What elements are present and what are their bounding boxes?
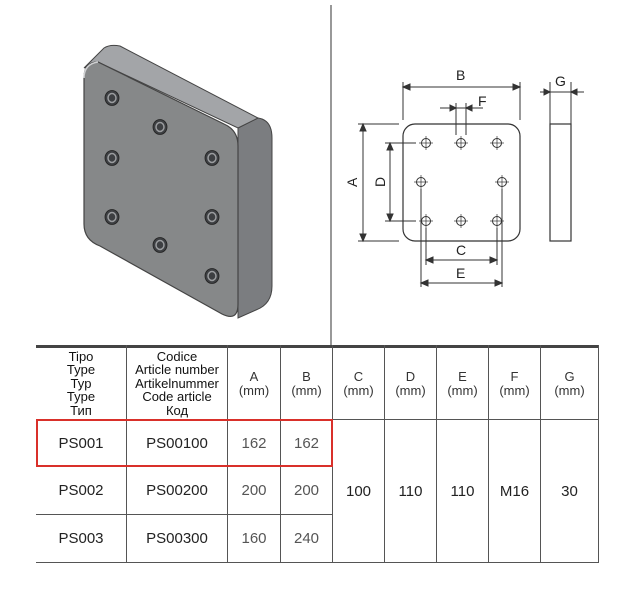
shared-d: 110	[398, 482, 423, 500]
specification-table: Tipo Type Typ Type Тип Codice Article nu…	[36, 345, 599, 563]
dim-label-g: G	[555, 73, 566, 89]
row3-codice: PS00300	[146, 530, 208, 547]
header-e-letter: E	[458, 368, 467, 384]
header-f: F (mm)	[489, 348, 540, 419]
header-b-unit: (mm)	[291, 382, 322, 398]
technical-drawing-front	[358, 82, 522, 287]
header-tipo-it: Tipo	[68, 348, 94, 364]
header-f-letter: F	[510, 368, 519, 384]
row1-b: 162	[293, 434, 320, 452]
header-codice-fr: Code article	[142, 389, 212, 405]
header-e: E (mm)	[437, 348, 488, 419]
header-d-unit: (mm)	[395, 382, 426, 398]
header-a: A (mm)	[228, 348, 280, 419]
header-f-unit: (mm)	[499, 382, 530, 398]
header-a-letter: A	[249, 368, 259, 384]
shared-c: 100	[345, 482, 372, 500]
header-tipo-en: Type	[66, 362, 96, 378]
header-codice-ru: Код	[165, 402, 189, 418]
header-codice-it: Codice	[156, 348, 198, 364]
header-g-letter: G	[564, 368, 575, 384]
row2-a: 200	[241, 482, 267, 499]
row2-codice: PS00200	[146, 482, 208, 499]
dim-label-f: F	[478, 93, 487, 109]
header-tipo: Tipo Type Typ Type Тип	[36, 348, 126, 419]
dim-label-d: D	[372, 177, 388, 187]
row2-tipo: PS002	[58, 482, 104, 499]
header-tipo-fr: Type	[66, 389, 96, 405]
header-codice-en: Article number	[135, 362, 219, 378]
header-c-unit: (mm)	[343, 382, 374, 398]
header-c-letter: C	[353, 368, 364, 384]
header-b: B (mm)	[281, 348, 332, 419]
row2-b: 200	[293, 482, 320, 499]
plate-3d-render	[83, 44, 273, 319]
technical-drawing-side	[540, 82, 584, 242]
row3-a: 160	[241, 530, 267, 547]
shared-f: M16	[499, 482, 530, 500]
shared-e: 110	[450, 482, 475, 500]
header-codice-de: Artikelnummer	[135, 375, 219, 391]
dim-label-c: C	[456, 242, 466, 258]
row1-codice: PS00100	[146, 434, 208, 452]
header-tipo-ru: Тип	[70, 402, 92, 418]
header-d-letter: D	[405, 368, 416, 384]
dim-label-b: B	[456, 67, 465, 83]
dim-label-a: A	[344, 177, 360, 187]
row3-b: 240	[293, 530, 320, 547]
shared-g: 30	[561, 482, 578, 500]
header-tipo-de: Typ	[70, 375, 92, 391]
row1-a: 162	[241, 434, 267, 452]
header-e-unit: (mm)	[447, 382, 478, 398]
header-d: D (mm)	[385, 348, 436, 419]
header-a-unit: (mm)	[238, 382, 270, 398]
header-g: G (mm)	[541, 348, 598, 419]
row3-tipo: PS003	[58, 530, 104, 547]
header-b-letter: B	[302, 368, 311, 384]
row1-highlight-box	[36, 419, 333, 467]
dim-label-e: E	[456, 265, 465, 281]
row1-tipo: PS001	[58, 434, 104, 452]
product-illustration: B F G A D C E	[83, 5, 584, 345]
header-g-unit: (mm)	[554, 382, 585, 398]
header-codice: Codice Article number Artikelnummer Code…	[127, 348, 227, 419]
header-c: C (mm)	[333, 348, 384, 419]
